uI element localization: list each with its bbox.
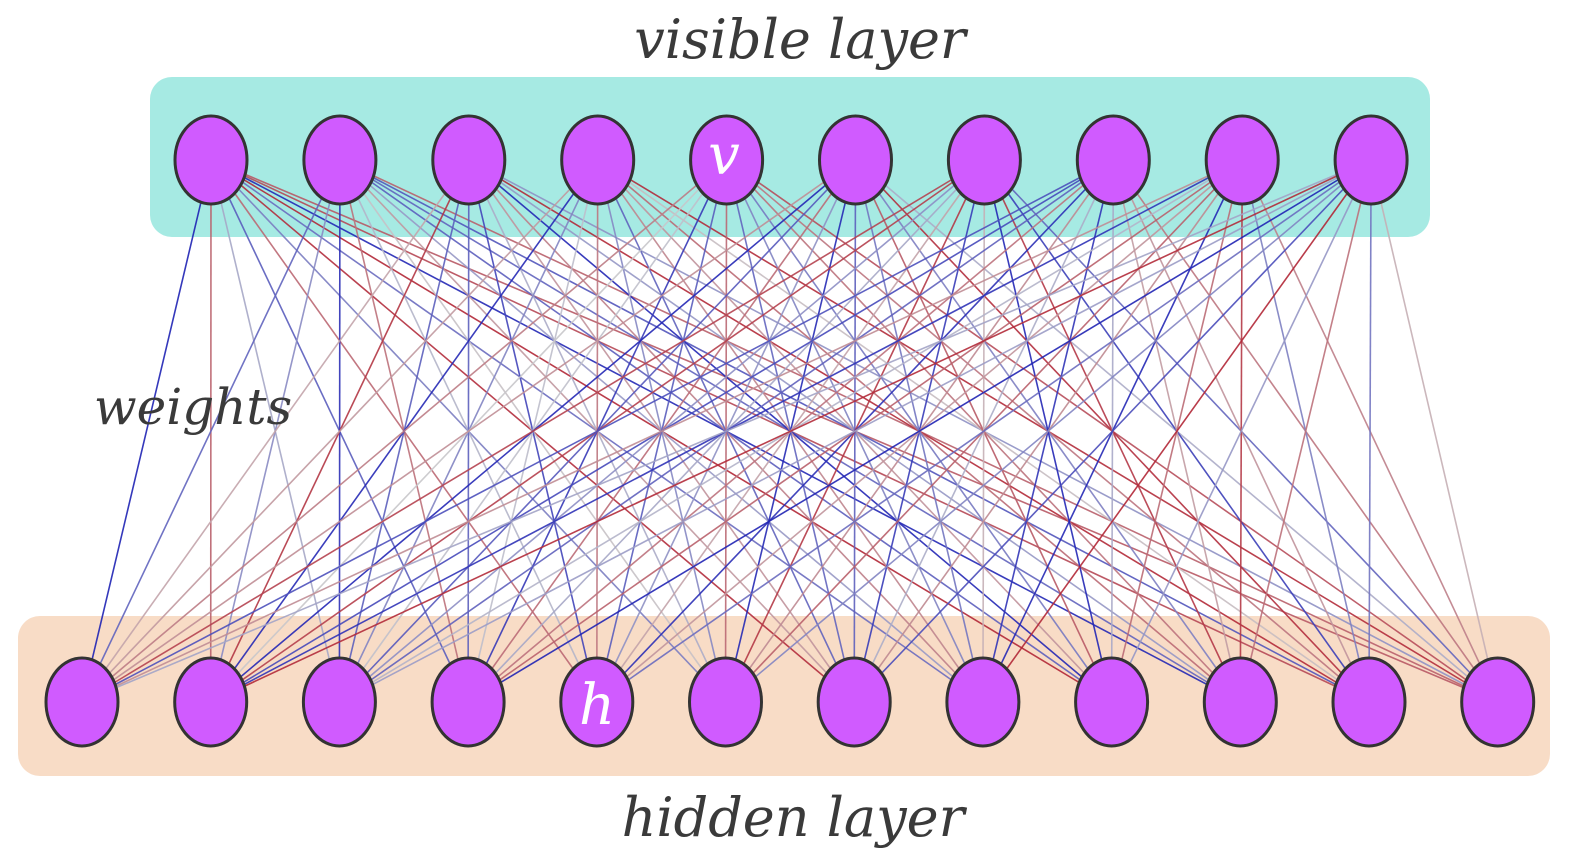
hidden-unit [430,656,506,748]
visible-unit [946,114,1022,206]
hidden-unit [173,656,249,748]
hidden-unit [301,656,377,748]
weight-edge [1368,159,1372,703]
visible-units [173,114,1409,206]
visible-layer-title: visible layer [634,8,969,71]
visible-unit [1204,114,1280,206]
weight-edge [724,159,1372,703]
weight-edge [1239,159,1372,703]
visible-unit [1075,114,1151,206]
weights-label: weights [94,378,292,436]
hidden-unit [816,656,892,748]
hidden-unit [688,656,763,748]
visible-unit [302,114,378,206]
weight-edge [596,159,1372,703]
weight-edge [81,159,599,703]
weight-edge [853,159,1372,703]
weight-edge [1370,159,1499,703]
weight-edge [81,159,856,703]
weight-edge [81,159,1372,703]
visible-unit [173,114,249,206]
weight-edge [1110,159,1372,703]
hidden-unit-symbol: h [579,673,615,738]
hidden-layer-title: hidden layer [622,786,968,849]
weight-edge [339,159,1372,703]
weight-edge [81,159,1243,703]
weight-edge [81,159,1114,703]
hidden-unit [1460,656,1536,748]
visible-unit [818,114,893,206]
hidden-units [44,656,1536,748]
hidden-unit [559,656,635,748]
hidden-layer-band [18,616,1550,776]
weight-edge [81,159,985,703]
visible-unit [689,114,765,206]
weight-edge [81,159,728,703]
hidden-unit [1074,656,1150,748]
weight-edge [467,159,1372,703]
hidden-unit [945,656,1021,748]
visible-unit-symbol: v [708,123,740,188]
hidden-unit [1202,656,1278,748]
weight-edge [81,159,470,703]
hidden-unit [1331,656,1407,748]
weight-edge [982,159,1372,703]
visible-unit [1333,114,1409,206]
visible-unit [431,114,507,206]
weight-edge [81,159,341,703]
weight-edge [210,159,1372,703]
weight-connections [81,159,1499,703]
weight-edge [81,159,212,703]
visible-unit [560,114,636,206]
hidden-unit [44,656,120,748]
